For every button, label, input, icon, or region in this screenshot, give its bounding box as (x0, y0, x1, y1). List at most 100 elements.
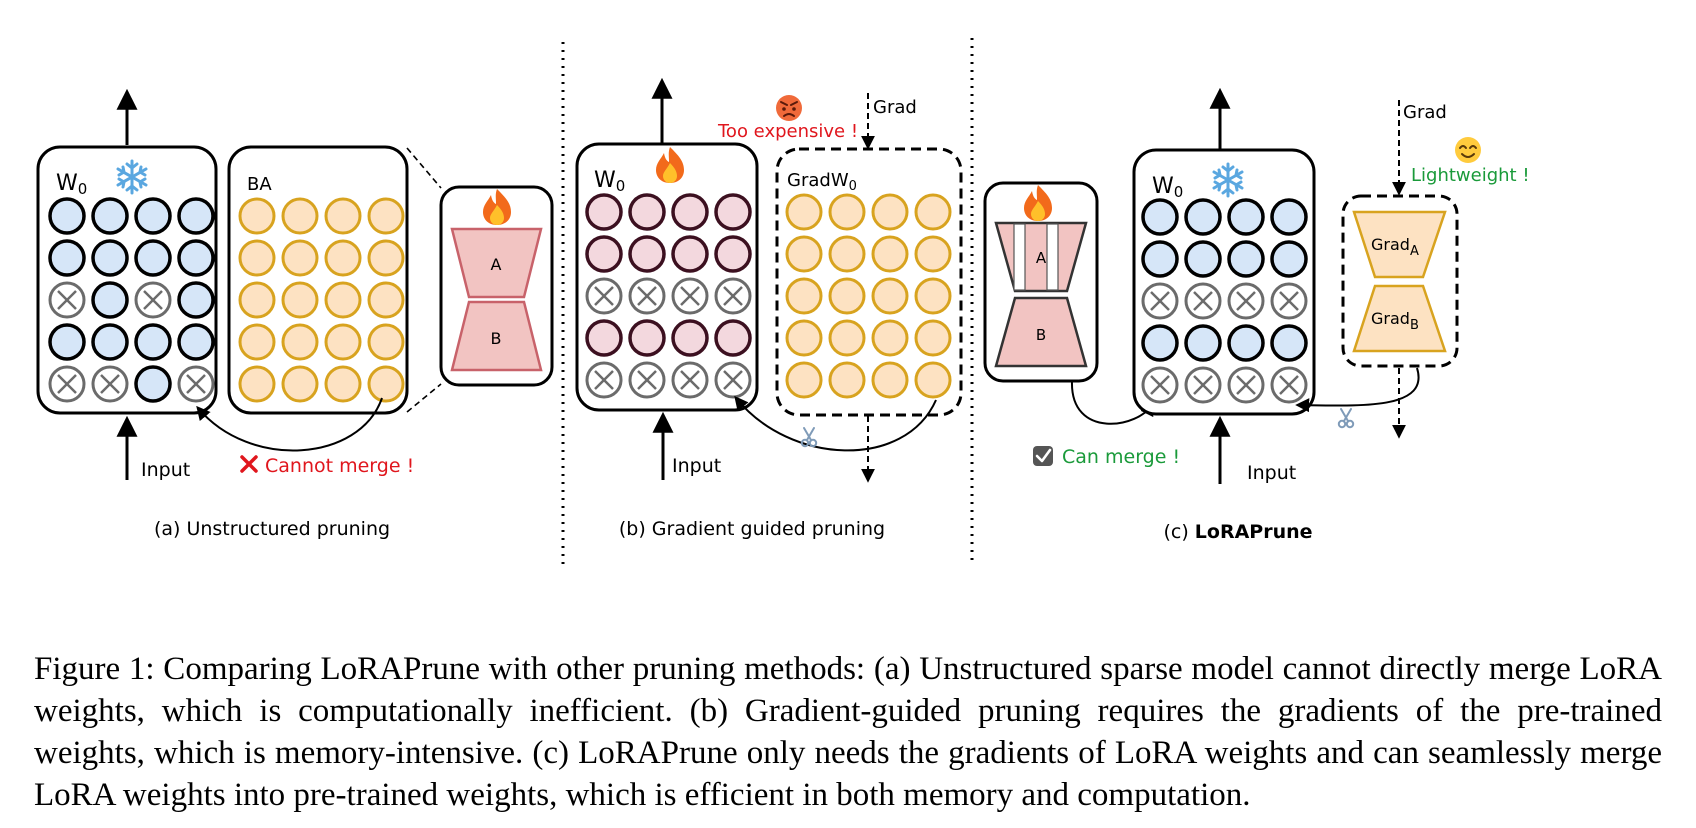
pruned-weight (48, 365, 86, 403)
w0-label: W0 (594, 168, 625, 195)
w0-label: W0 (1152, 174, 1183, 201)
tuned-weight (628, 193, 666, 231)
pruned-weight (714, 361, 752, 399)
adapter-b (994, 296, 1088, 368)
grad-w0-label: GradW0 (787, 170, 857, 194)
lora-weight (238, 281, 276, 319)
pruned-weight (1184, 282, 1222, 320)
lora-weight (367, 197, 405, 235)
can-merge-note: Can merge ! (1062, 446, 1180, 468)
active-weight (1184, 198, 1222, 236)
lora-weight-grid (238, 197, 405, 403)
lora-weight (238, 365, 276, 403)
tuned-weight (585, 319, 623, 357)
lora-weight (828, 277, 866, 315)
tuned-weight (671, 235, 709, 273)
pruned-weight (1227, 366, 1265, 404)
zoom-line (406, 147, 442, 189)
tuned-weight (714, 235, 752, 273)
lora-weight (828, 361, 866, 399)
pruned-weight (1184, 366, 1222, 404)
pruned-weight (671, 277, 709, 315)
active-weight (48, 323, 86, 361)
lora-weight (324, 239, 362, 277)
panel-c: A B W0 Grad Lightweight ! GradA GradB In… (983, 87, 1530, 543)
pruned-weight (585, 361, 623, 399)
angry-face-icon (775, 94, 803, 122)
active-weight (91, 281, 129, 319)
lora-weight (914, 319, 952, 357)
pruned-weight (1227, 282, 1265, 320)
active-weight (1227, 324, 1265, 362)
lora-weight (785, 319, 823, 357)
lora-weight (324, 197, 362, 235)
pruned-weight (585, 277, 623, 315)
pruned-weight (48, 281, 86, 319)
lora-weight (785, 193, 823, 231)
lora-weight (324, 281, 362, 319)
lora-weight (281, 323, 319, 361)
w0-matrix-box (1132, 148, 1316, 416)
active-weight (1227, 198, 1265, 236)
w0-label: W0 (56, 171, 87, 198)
figure-diagram: W0 BA A B Input Cannot merge ! (a) Unstr… (36, 38, 1530, 565)
lora-weight (914, 361, 952, 399)
active-weight (177, 323, 215, 361)
pruned-column (1046, 223, 1059, 291)
lora-weight (785, 277, 823, 315)
active-weight (1141, 240, 1179, 278)
active-weight (134, 365, 172, 403)
tuned-weight (628, 319, 666, 357)
pruned-weight (628, 361, 666, 399)
w0-weight-grid (48, 197, 215, 403)
lora-weight (871, 235, 909, 273)
lora-weight (281, 197, 319, 235)
adapter-a (450, 227, 543, 299)
adapter-b (450, 300, 543, 372)
lora-weight (281, 365, 319, 403)
lora-weight (367, 323, 405, 361)
cannot-merge-note: Cannot merge ! (265, 455, 414, 477)
active-weight (177, 239, 215, 277)
pruned-weight (714, 277, 752, 315)
active-weight (1141, 198, 1179, 236)
tuned-weight (585, 193, 623, 231)
tuned-weight (714, 193, 752, 231)
pruned-weight (1141, 282, 1179, 320)
adapter-b-label: B (491, 329, 502, 348)
w0-weight-grid (585, 193, 752, 399)
pruned-weight (1141, 366, 1179, 404)
grad-weight-grid (785, 193, 952, 399)
active-weight (134, 239, 172, 277)
pruned-weight (1270, 366, 1308, 404)
input-label: Input (1247, 462, 1296, 484)
lora-weight (871, 319, 909, 357)
figure-caption: Figure 1: Comparing LoRAPrune with other… (34, 651, 1662, 813)
lightweight-note: Lightweight ! (1411, 165, 1530, 186)
lora-weight (238, 323, 276, 361)
lora-weight (828, 193, 866, 231)
active-weight (1184, 240, 1222, 278)
pruned-weight (91, 365, 129, 403)
lora-weight (828, 319, 866, 357)
adapter-a-label: A (1036, 249, 1047, 267)
ba-label: BA (247, 174, 272, 195)
panel-c-sublabel: (c) LoRAPrune (1163, 521, 1312, 543)
grad-b-label: GradB (1371, 309, 1419, 333)
active-weight (48, 197, 86, 235)
active-weight (91, 323, 129, 361)
panel-a: W0 BA A B Input Cannot merge ! (a) Unstr… (36, 88, 554, 540)
w0-weight-grid (1141, 198, 1308, 404)
active-weight (1184, 324, 1222, 362)
tuned-weight (671, 319, 709, 357)
smile-face-icon (1454, 136, 1482, 164)
cross-mark-icon (240, 455, 258, 473)
active-weight (1141, 324, 1179, 362)
lora-weight (367, 281, 405, 319)
lora-weight (871, 277, 909, 315)
tuned-weight (671, 193, 709, 231)
active-weight (177, 197, 215, 235)
pruned-weight (671, 361, 709, 399)
lora-weight (281, 239, 319, 277)
active-weight (1227, 240, 1265, 278)
